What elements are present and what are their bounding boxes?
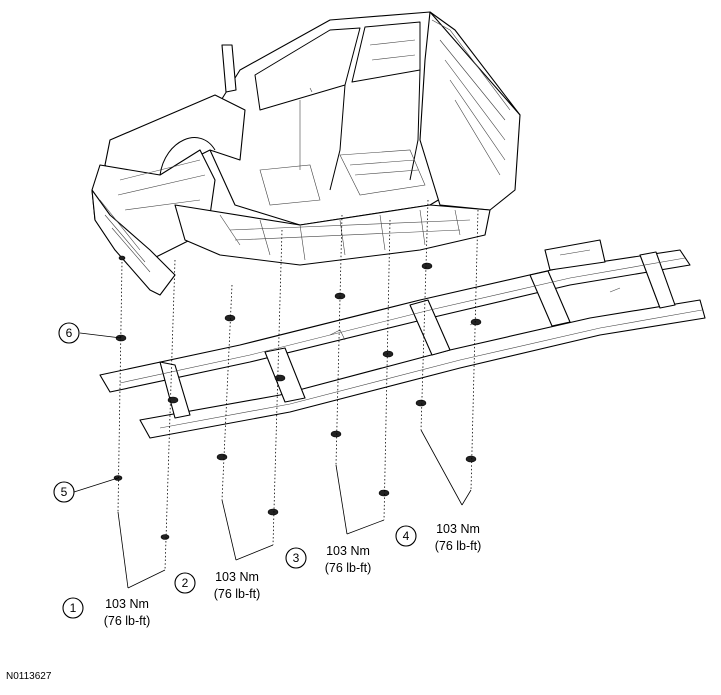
callout-number: 1	[70, 601, 77, 615]
body-mount-bushing	[470, 318, 482, 326]
callout-circle	[395, 525, 417, 547]
torque-lbft: (76 lb-ft)	[214, 587, 261, 601]
frame-illustration	[99, 239, 706, 439]
body-mount-bushing	[274, 374, 286, 382]
torque-nm: 103 Nm	[105, 597, 149, 611]
body-mount-bushing	[421, 262, 433, 270]
callout-1: 1 103 Nm (76 lb-ft)	[62, 597, 151, 628]
body-mount-bushing	[382, 350, 394, 358]
callout-3: 3 103 Nm (76 lb-ft)	[285, 544, 372, 575]
body-mount-bushing	[415, 399, 427, 407]
alignment-guide-lines	[117, 199, 479, 571]
torque-lbft: (76 lb-ft)	[325, 561, 372, 575]
callout-circle	[62, 597, 84, 619]
callout-circle	[285, 547, 307, 569]
body-mount-bushing	[378, 489, 390, 497]
figure-reference-id: N0113627	[6, 671, 52, 682]
torque-nm: 103 Nm	[436, 522, 480, 536]
callout-number: 6	[66, 326, 73, 340]
callout-circle	[53, 481, 75, 503]
body-mount-bushing	[465, 455, 477, 463]
callout-6: 6	[58, 322, 80, 344]
body-mount-bushing	[216, 453, 228, 461]
body-mount-bushing	[167, 396, 179, 404]
body-mount-bushing	[330, 430, 342, 438]
callout-number: 5	[61, 485, 68, 499]
callout-number: 3	[293, 551, 300, 565]
callout-circle	[174, 572, 196, 594]
torque-nm: 103 Nm	[215, 570, 259, 584]
body-mount-bushing	[267, 508, 279, 516]
torque-nm: 103 Nm	[326, 544, 370, 558]
callout-5: 5	[53, 481, 75, 503]
body-mounts	[113, 255, 482, 540]
body-mount-bushing	[224, 314, 236, 322]
callout-circle	[58, 322, 80, 344]
torque-lbft: (76 lb-ft)	[435, 539, 482, 553]
callout-2: 2 103 Nm (76 lb-ft)	[174, 570, 261, 601]
callout-4: 4 103 Nm (76 lb-ft)	[395, 522, 482, 553]
leader-lines	[73, 332, 472, 589]
callout-number: 2	[182, 576, 189, 590]
body-mount-bushing	[118, 255, 126, 261]
torque-lbft: (76 lb-ft)	[104, 614, 151, 628]
truck-body-illustration	[91, 11, 521, 296]
body-mount-bushing	[160, 534, 170, 540]
callout-number: 4	[403, 529, 410, 543]
